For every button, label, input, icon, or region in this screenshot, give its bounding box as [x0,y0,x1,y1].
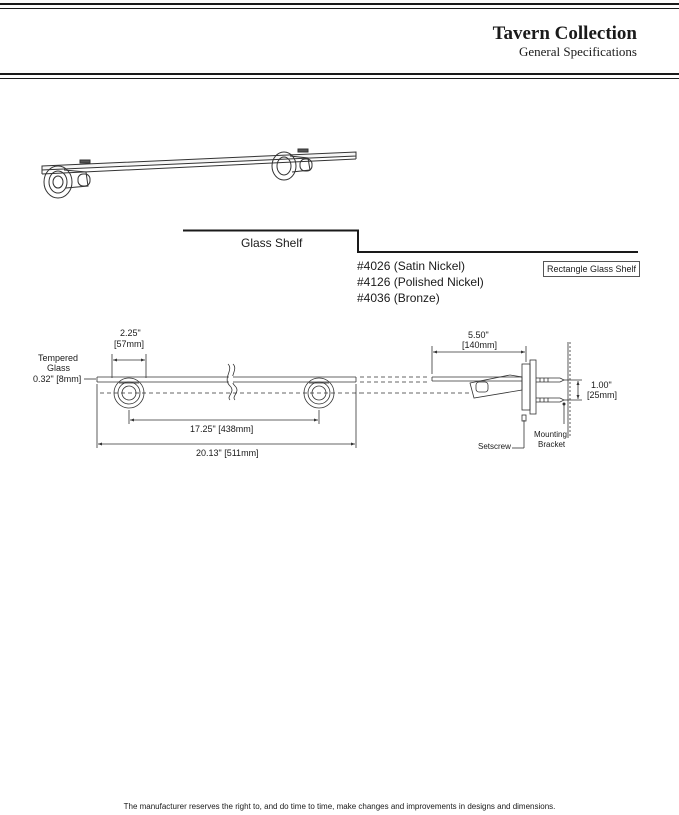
tempered-glass-label-1: Tempered [38,353,79,363]
product-divider [183,229,638,253]
depth-mm-label: [140mm] [462,340,498,350]
product-name: Glass Shelf [241,236,303,250]
mounting-label-2: Bracket [538,440,566,449]
variant-satin-nickel: #4026 (Satin Nickel) [357,259,466,273]
center-to-center-label: 17.25" [438mm] [190,424,254,434]
side-view-drawing [360,342,582,449]
bracket-width-label: 2.25" [120,328,141,338]
variant-bronze: #4036 (Bronze) [357,291,440,305]
glass-thickness-label: 0.32" [8mm] [33,374,82,384]
page-subtitle: General Specifications [518,44,637,59]
shelf-illustration [41,148,357,199]
page-title: Tavern Collection [492,23,637,44]
footer-disclaimer: The manufacturer reserves the right to, … [123,802,556,811]
mounting-label-1: Mounting [534,430,567,439]
header-rule-bottom-2 [0,78,679,79]
variant-polished-nickel: #4126 (Polished Nickel) [357,275,484,289]
bracket-width-mm-label: [57mm] [114,339,145,349]
tempered-glass-label-2: Glass [47,363,71,373]
header-rule-bottom-1 [0,73,679,75]
depth-label: 5.50" [468,330,489,340]
front-view-drawing [84,354,360,448]
height-mm-label: [25mm] [587,390,618,400]
setscrew-label: Setscrew [478,442,511,451]
header-rule-top-2 [0,8,679,9]
height-label: 1.00" [591,380,612,390]
overall-length-label: 20.13" [511mm] [196,448,259,458]
header-rule-top-1 [0,3,679,5]
product-tag: Rectangle Glass Shelf [543,261,641,277]
